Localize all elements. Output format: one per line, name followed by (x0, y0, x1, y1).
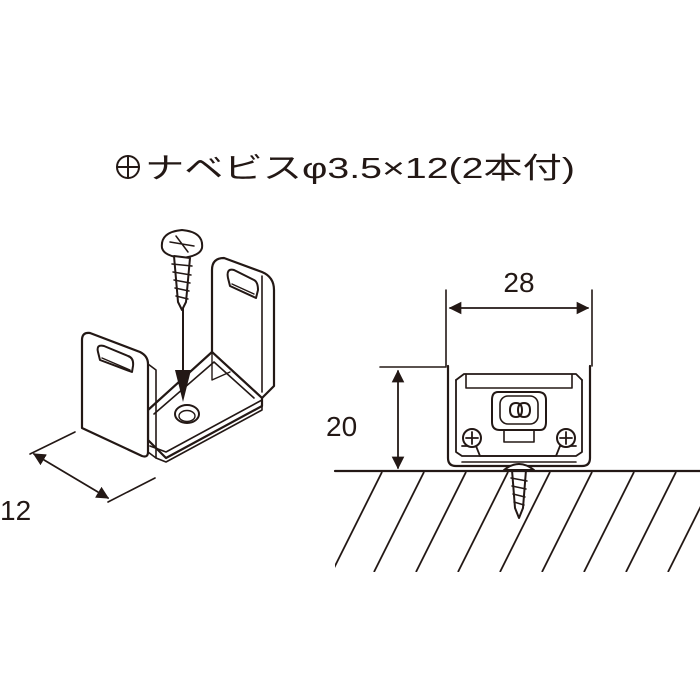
section-view: 28 20 (326, 267, 700, 572)
phillips-head-icon (116, 155, 140, 179)
down-arrow-icon (175, 299, 191, 402)
bracket-rear-slot (226, 268, 259, 299)
section-bracket (461, 445, 577, 457)
height-dimension-label: 20 (326, 411, 357, 442)
title: ナベビスφ3.5×12(2本付) (116, 152, 575, 185)
title-text: ナベビスφ3.5×12(2本付) (145, 152, 575, 185)
bracket-front-slot (96, 344, 135, 373)
depth-dimension: 12 (0, 431, 156, 526)
width-dimension-label: 28 (503, 267, 534, 298)
right-screw-icon (556, 428, 576, 448)
ceiling-surface (333, 469, 700, 572)
bracket-screw-hole (174, 404, 200, 424)
height-dimension: 20 (326, 366, 447, 470)
bracket-rear-wall (210, 256, 276, 400)
connector (491, 391, 547, 443)
left-screw-icon (462, 428, 482, 448)
bracket-view: 12 (0, 229, 276, 526)
width-dimension: 28 (445, 267, 593, 367)
depth-dimension-label: 12 (0, 495, 31, 526)
pan-head-phillips-screw-icon (160, 229, 204, 311)
